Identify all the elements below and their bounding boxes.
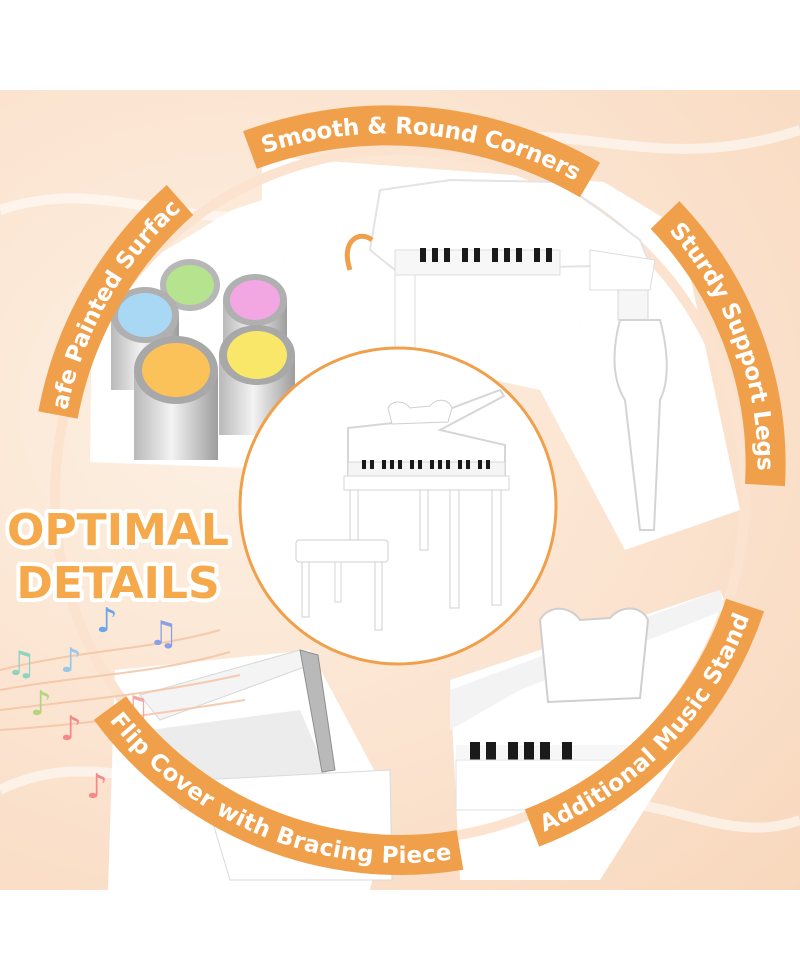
svg-text:♪: ♪ xyxy=(96,601,118,641)
piano-icon xyxy=(295,388,510,631)
paint-cans-icon xyxy=(111,259,295,460)
svg-text:♪: ♪ xyxy=(30,684,52,724)
headline-line1: OPTIMAL xyxy=(7,505,229,556)
svg-text:♪: ♪ xyxy=(60,641,82,681)
bottom-margin xyxy=(0,890,800,977)
product-detail-graphic: ♫ ♪ ♪ ♫ ♪ ♪ ♪ ♫ Smooth & Round Corners S… xyxy=(0,90,800,890)
headline: OPTIMAL DETAILS xyxy=(3,501,233,613)
top-margin xyxy=(0,0,800,90)
center-circle xyxy=(238,346,558,666)
svg-text:♪: ♪ xyxy=(86,767,108,807)
svg-text:♫: ♫ xyxy=(148,614,178,654)
support-leg-closeup xyxy=(589,249,668,531)
svg-text:♪: ♪ xyxy=(60,709,82,749)
svg-text:♫: ♫ xyxy=(6,644,36,684)
headline-line2: DETAILS xyxy=(16,558,219,609)
